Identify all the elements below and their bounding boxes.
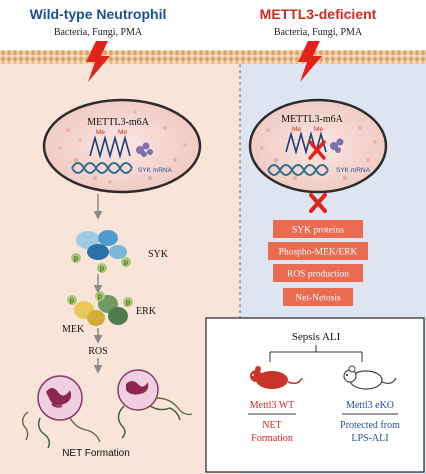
effect-label-netosis: Net-Netosis — [295, 294, 341, 304]
left-helix — [71, 162, 133, 174]
eko-label: Mettl3 eKO — [346, 400, 394, 411]
syk-label: SYK — [148, 249, 169, 260]
right-me-label-2: Me — [314, 126, 323, 133]
left-stimuli-label: Bacteria, Fungi, PMA — [54, 27, 143, 38]
right-rna-strand — [285, 131, 327, 155]
left-protein-cluster — [136, 142, 153, 157]
syk-phospho-markers: p p p — [71, 253, 131, 273]
p-label-6: p — [126, 300, 130, 307]
right-complex-label: METTL3-m6A — [281, 114, 343, 125]
effect-box-ros: ROS production — [273, 264, 363, 282]
p-label-2: p — [100, 266, 104, 273]
left-me-label-2: Me — [118, 129, 127, 136]
right-protein-cluster — [330, 138, 344, 153]
effect-label-ros: ROS production — [287, 270, 349, 280]
block-x-icon — [309, 193, 327, 213]
wt-outcome-line-2: Formation — [251, 433, 293, 444]
p-label-3: p — [124, 260, 128, 267]
mek-label: MEK — [62, 324, 85, 335]
effect-box-syk: SYK proteins — [273, 220, 363, 238]
p-label-4: p — [70, 298, 74, 305]
wt-outcome-line-1: NET — [262, 420, 281, 431]
p-label-1: p — [74, 256, 78, 263]
wt-mouse-icon — [250, 366, 303, 389]
p-label-5: p — [98, 294, 102, 301]
mek-erk-protein-icon — [74, 295, 128, 326]
sepsis-bracket — [269, 345, 363, 362]
right-stimuli-label: Bacteria, Fungi, PMA — [274, 27, 363, 38]
effect-label-mek-erk: Phospho-MEK/ERK — [279, 248, 358, 258]
right-inhibition-x-icon — [308, 140, 326, 160]
neutrophil-cell-left-icon — [37, 375, 83, 421]
eko-outcome-line-2: LPS-ALI — [351, 433, 388, 444]
left-me-label-1: Me — [96, 129, 105, 136]
right-helix — [267, 164, 329, 176]
net-fibers — [21, 397, 193, 449]
syk-protein-icon — [76, 230, 127, 260]
left-lightning-icon — [86, 41, 110, 82]
ros-label: ROS — [88, 346, 107, 357]
eko-mouse-icon — [343, 365, 397, 390]
cell-membrane — [0, 50, 426, 64]
right-me-label-1: Me — [292, 126, 301, 133]
left-rna-strand — [89, 135, 131, 159]
left-panel-title: Wild-type Neutrophil — [30, 6, 167, 22]
effect-box-netosis: Net-Netosis — [283, 288, 353, 306]
wt-label: Mettl3 WT — [250, 400, 295, 411]
erk-label: ERK — [136, 306, 157, 317]
right-panel-title: METTL3-deficient — [260, 6, 377, 22]
right-mrna-label: SYK mRNA — [336, 167, 371, 174]
right-lightning-icon — [298, 41, 322, 82]
sepsis-title: Sepsis ALI — [292, 331, 341, 343]
effect-label-syk: SYK proteins — [292, 226, 344, 236]
mek-erk-phospho-markers: p p p — [67, 291, 133, 307]
left-complex-label: METTL3-m6A — [87, 117, 149, 128]
right-nucleus: METTL3-m6A Me Me SYK mRNA — [248, 98, 388, 194]
neutrophil-cell-right-icon — [117, 369, 159, 411]
left-mrna-label: SYK mRNA — [138, 167, 173, 174]
sepsis-box — [205, 317, 425, 473]
left-nucleus: METTL3-m6A Me Me SYK mRNA — [42, 98, 202, 194]
net-formation-label: NET Formation — [62, 448, 130, 459]
effect-box-mek-erk: Phospho-MEK/ERK — [268, 242, 368, 260]
eko-outcome-line-1: Protected from — [340, 420, 400, 431]
